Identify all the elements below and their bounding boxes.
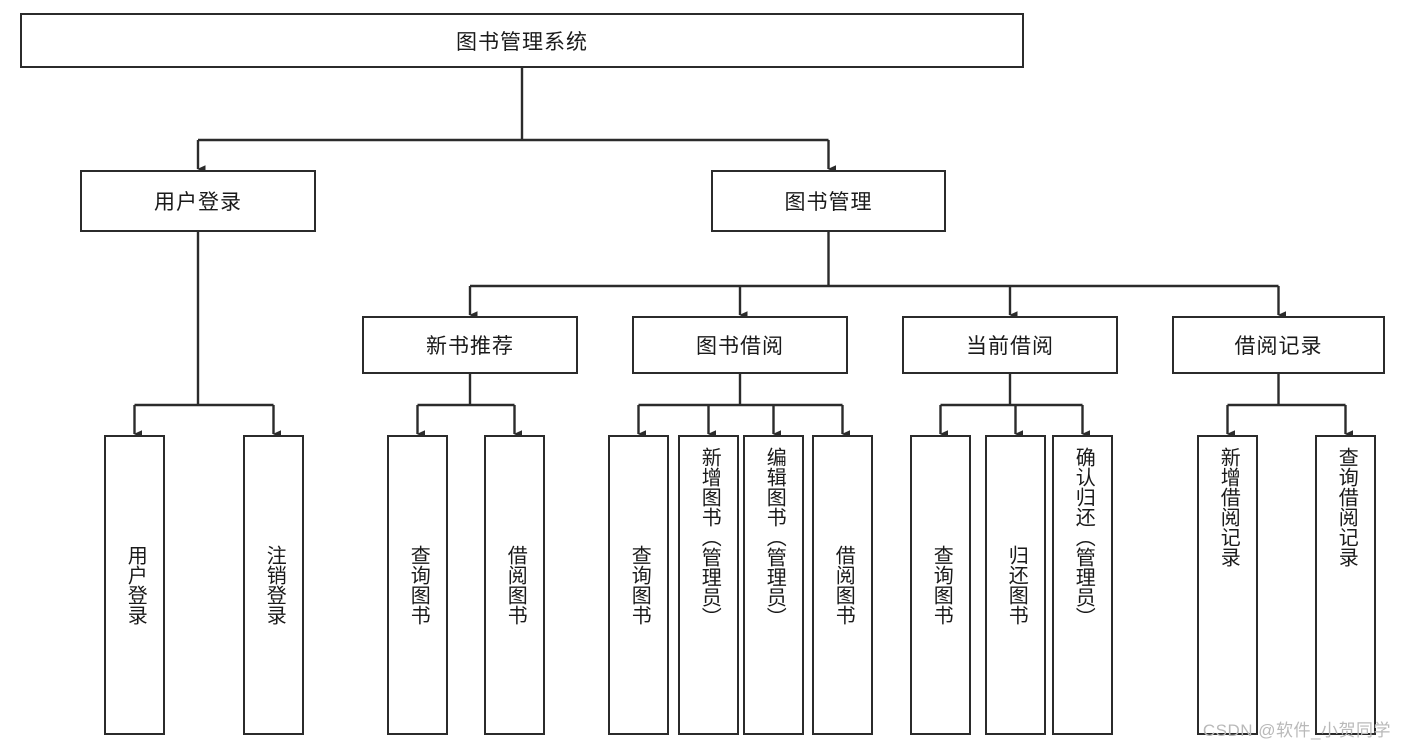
node-label: 借阅图书: [832, 545, 855, 625]
node-label: 新增借阅记录: [1217, 447, 1240, 567]
watermark-csdn: CSDN @软件_小贺同学: [1202, 721, 1391, 740]
node-label: 借阅图书: [504, 545, 527, 625]
node-leaf-return-book[interactable]: 归还图书: [985, 435, 1046, 735]
node-label: 查询图书: [407, 545, 430, 625]
node-book-management[interactable]: 图书管理: [711, 170, 946, 232]
node-borrow-record[interactable]: 借阅记录: [1172, 316, 1385, 374]
node-leaf-query-borrow-record[interactable]: 查询借阅记录: [1315, 435, 1376, 735]
node-leaf-user-logout[interactable]: 注销登录: [243, 435, 304, 735]
node-label: 查询图书: [930, 545, 953, 625]
node-label: 注销登录: [263, 545, 286, 625]
node-leaf-query-book-rec[interactable]: 查询图书: [387, 435, 448, 735]
node-label: 图书借阅: [696, 335, 784, 358]
node-leaf-user-login[interactable]: 用户登录: [104, 435, 165, 735]
node-label: 查询图书: [628, 545, 651, 625]
node-root[interactable]: 图书管理系统: [20, 13, 1024, 68]
node-label: 用户登录: [154, 191, 242, 214]
node-label: 编辑图书（管理员）: [763, 447, 786, 627]
node-label: 确认归还（管理员）: [1072, 447, 1095, 627]
node-leaf-edit-book-admin[interactable]: 编辑图书（管理员）: [743, 435, 804, 735]
node-leaf-add-borrow-record[interactable]: 新增借阅记录: [1197, 435, 1258, 735]
node-label: 归还图书: [1005, 545, 1028, 625]
node-leaf-borrow-book-rec[interactable]: 借阅图书: [484, 435, 545, 735]
node-leaf-query-book-current[interactable]: 查询图书: [910, 435, 971, 735]
node-label: 图书管理: [784, 191, 873, 214]
node-label: 新增图书（管理员）: [698, 447, 721, 627]
node-leaf-query-book-borrow[interactable]: 查询图书: [608, 435, 669, 735]
node-label: 用户登录: [124, 545, 147, 625]
node-label: 新书推荐: [426, 335, 514, 358]
node-new-book-recommend[interactable]: 新书推荐: [362, 316, 578, 374]
node-leaf-confirm-return-admin[interactable]: 确认归还（管理员）: [1052, 435, 1113, 735]
node-label: 查询借阅记录: [1335, 447, 1358, 567]
node-book-borrow[interactable]: 图书借阅: [632, 316, 848, 374]
node-label: 借阅记录: [1234, 335, 1323, 358]
node-label: 当前借阅: [966, 335, 1054, 358]
node-label: 图书管理系统: [456, 30, 588, 54]
node-user-login[interactable]: 用户登录: [80, 170, 316, 232]
node-leaf-borrow-book[interactable]: 借阅图书: [812, 435, 873, 735]
node-leaf-add-book-admin[interactable]: 新增图书（管理员）: [678, 435, 739, 735]
node-current-borrow[interactable]: 当前借阅: [902, 316, 1118, 374]
edge-group: [133, 68, 1354, 438]
